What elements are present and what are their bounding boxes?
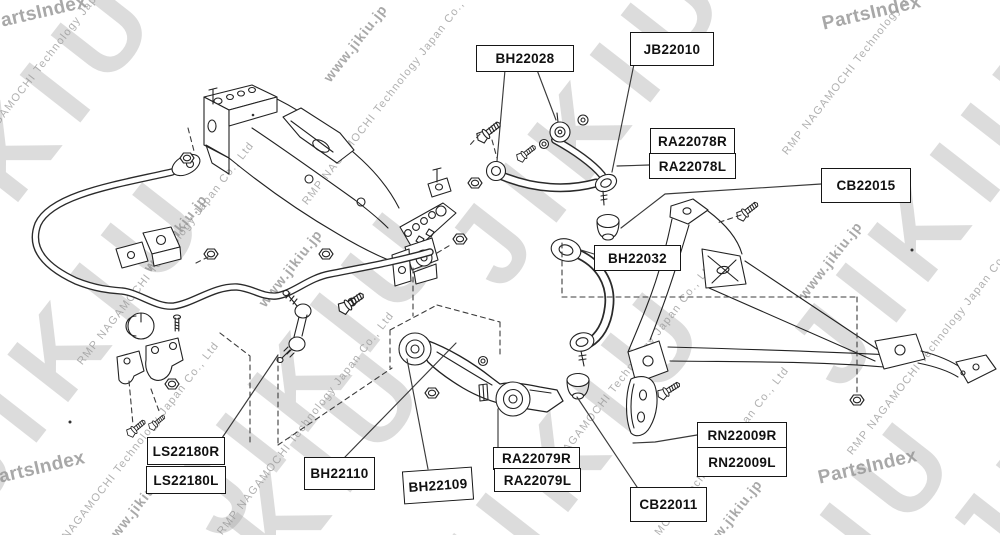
part-label-cb22015[interactable]: CB22015 bbox=[821, 168, 911, 203]
stabilizer-link-drawing bbox=[276, 289, 312, 364]
tension-rod-bracket-drawing bbox=[625, 198, 997, 437]
part-label-bh22110[interactable]: BH22110 bbox=[304, 457, 375, 490]
part-label-rn22009l[interactable]: RN22009L bbox=[697, 447, 787, 477]
part-label-cb22011[interactable]: CB22011 bbox=[630, 487, 707, 522]
part-label-bh22109[interactable]: BH22109 bbox=[401, 466, 475, 505]
leader-lines bbox=[221, 63, 822, 488]
stray-dots bbox=[68, 113, 914, 424]
lower-control-arm-drawing bbox=[318, 233, 564, 417]
stabilizer-bushing-bracket-drawing bbox=[115, 152, 219, 440]
upper-control-arm-drawing bbox=[467, 112, 620, 241]
part-label-ls22180l[interactable]: LS22180L bbox=[146, 466, 226, 494]
part-label-bh22028[interactable]: BH22028 bbox=[476, 45, 574, 72]
part-label-ra22079r[interactable]: RA22079R bbox=[493, 447, 580, 470]
part-label-ra22078l[interactable]: RA22078L bbox=[649, 153, 736, 179]
stabilizer-bar-drawing bbox=[31, 153, 434, 310]
dashed-construction-lines bbox=[128, 127, 858, 446]
part-label-ra22079l[interactable]: RA22079L bbox=[494, 468, 581, 492]
part-label-ra22078r[interactable]: RA22078R bbox=[650, 128, 735, 155]
part-label-jb22010[interactable]: JB22010 bbox=[630, 32, 714, 66]
compression-rod-drawing bbox=[550, 238, 615, 400]
part-label-rn22009r[interactable]: RN22009R bbox=[697, 422, 787, 449]
part-label-ls22180r[interactable]: LS22180R bbox=[147, 437, 225, 465]
part-label-bh22032[interactable]: BH22032 bbox=[594, 245, 681, 271]
